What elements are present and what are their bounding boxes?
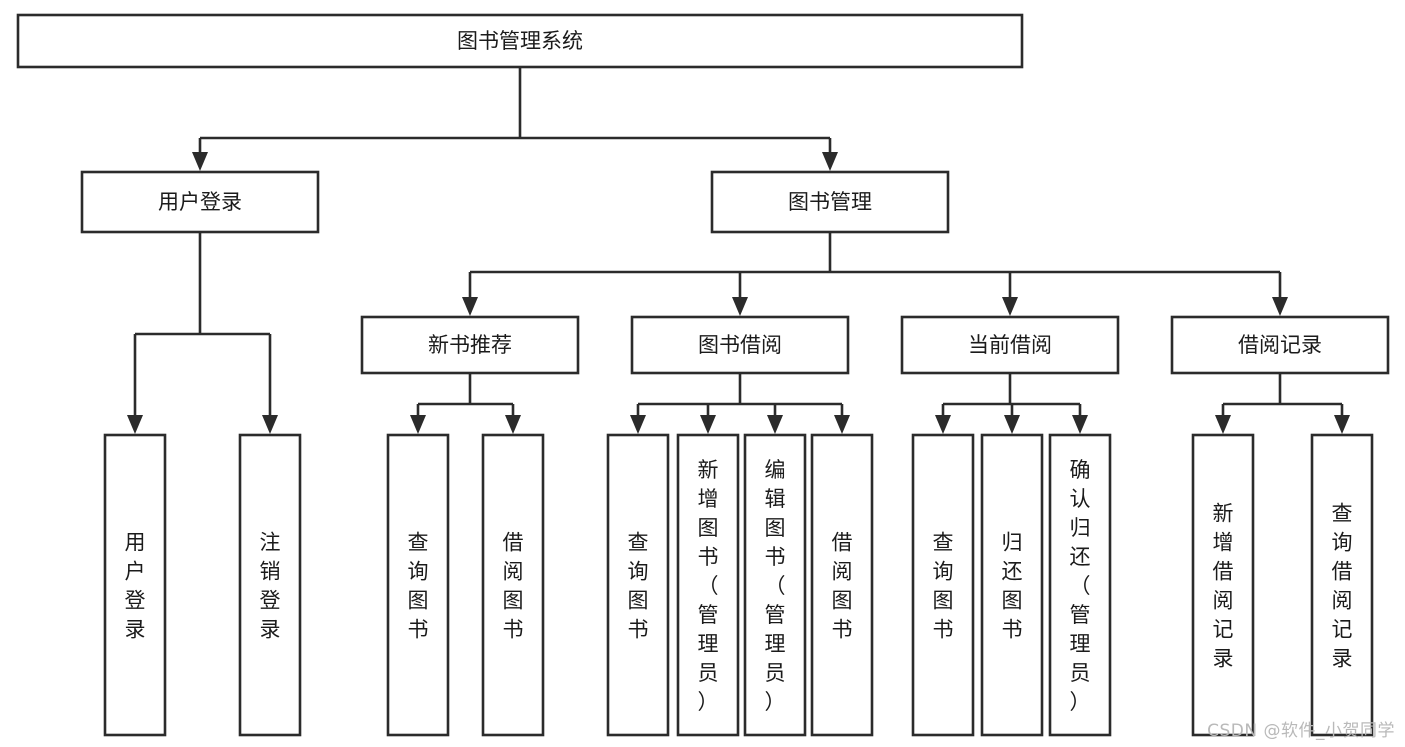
node-leaf-borrow-book[interactable]: 借阅图书 [810, 433, 874, 737]
node-box [1310, 433, 1374, 737]
node-leaf-add-borrow-record[interactable]: 新增借阅记录 [1191, 433, 1255, 737]
node-leaf-borrow-book-recommend[interactable]: 借阅图书 [481, 433, 545, 737]
node-box [103, 433, 167, 737]
node-leaf-return-book[interactable]: 归还图书 [980, 433, 1044, 737]
node-box [386, 433, 450, 737]
node-box [900, 315, 1120, 375]
node-leaf-logout-login[interactable]: 注销登录 [238, 433, 302, 737]
node-box [80, 170, 320, 234]
node-box [676, 433, 740, 737]
node-leaf-query-borrow-record[interactable]: 查询借阅记录 [1310, 433, 1374, 737]
node-leaf-edit-book-admin[interactable]: 编辑图书（管理员） [743, 433, 807, 737]
node-label: 新增图书（管理员） [698, 458, 719, 714]
arrow-head-icon [700, 415, 716, 434]
node-label: 用户登录 [125, 531, 146, 642]
node-book-manage[interactable]: 图书管理 [710, 170, 950, 234]
node-label: 查询借阅记录 [1332, 502, 1353, 671]
node-new-book-recommend[interactable]: 新书推荐 [360, 315, 580, 375]
arrow-head-icon [834, 415, 850, 434]
node-label: 查询图书 [628, 531, 649, 642]
node-box [911, 433, 975, 737]
arrow-head-icon [935, 415, 951, 434]
node-book-borrow[interactable]: 图书借阅 [630, 315, 850, 375]
arrow-head-icon [1072, 415, 1088, 434]
arrow-head-icon [822, 152, 838, 171]
arrow-head-icon [1215, 415, 1231, 434]
node-label: 新增借阅记录 [1213, 502, 1234, 671]
node-label: 借阅图书 [503, 531, 524, 642]
node-label: 图书借阅 [698, 333, 782, 357]
node-box [810, 433, 874, 737]
arrow-head-icon [462, 297, 478, 316]
node-label: 确认归还（管理员） [1070, 458, 1091, 714]
arrow-head-icon [1004, 415, 1020, 434]
node-leaf-add-book-admin[interactable]: 新增图书（管理员） [676, 433, 740, 737]
node-root[interactable]: 图书管理系统 [16, 13, 1024, 69]
node-box [630, 315, 850, 375]
node-box [606, 433, 670, 737]
node-label: 编辑图书（管理员） [765, 458, 786, 714]
arrow-head-icon [767, 415, 783, 434]
connector-layer [127, 67, 1350, 434]
node-label: 用户登录 [158, 190, 242, 214]
node-box [16, 13, 1024, 69]
node-label: 归还图书 [1002, 531, 1023, 642]
node-box [1048, 433, 1112, 737]
node-label: 新书推荐 [428, 333, 512, 357]
arrow-head-icon [630, 415, 646, 434]
node-current-borrow[interactable]: 当前借阅 [900, 315, 1120, 375]
node-label: 借阅记录 [1238, 333, 1322, 357]
node-box [980, 433, 1044, 737]
node-leaf-query-book-recommend[interactable]: 查询图书 [386, 433, 450, 737]
node-label: 当前借阅 [968, 333, 1052, 357]
arrow-head-icon [192, 152, 208, 171]
node-label: 图书管理 [788, 190, 872, 214]
arrow-head-icon [410, 415, 426, 434]
arrow-head-icon [1002, 297, 1018, 316]
node-label: 借阅图书 [832, 531, 853, 642]
node-leaf-query-book-current[interactable]: 查询图书 [911, 433, 975, 737]
arrow-head-icon [262, 415, 278, 434]
node-box [743, 433, 807, 737]
arrow-head-icon [127, 415, 143, 434]
node-leaf-query-book-borrow[interactable]: 查询图书 [606, 433, 670, 737]
arrow-head-icon [1334, 415, 1350, 434]
arrow-head-icon [1272, 297, 1288, 316]
node-layer: 图书管理系统用户登录图书管理新书推荐图书借阅当前借阅借阅记录用户登录注销登录查询… [16, 13, 1390, 737]
node-leaf-confirm-return-admin[interactable]: 确认归还（管理员） [1048, 433, 1112, 737]
arrow-head-icon [732, 297, 748, 316]
node-box [1170, 315, 1390, 375]
node-borrow-record[interactable]: 借阅记录 [1170, 315, 1390, 375]
node-label: 查询图书 [933, 531, 954, 642]
arrow-head-icon [505, 415, 521, 434]
node-box [238, 433, 302, 737]
node-user-login[interactable]: 用户登录 [80, 170, 320, 234]
node-label: 查询图书 [408, 531, 429, 642]
node-label: 图书管理系统 [457, 29, 583, 53]
node-box [481, 433, 545, 737]
node-box [360, 315, 580, 375]
node-leaf-user-login[interactable]: 用户登录 [103, 433, 167, 737]
node-box [710, 170, 950, 234]
node-label: 注销登录 [260, 531, 281, 642]
node-box [1191, 433, 1255, 737]
